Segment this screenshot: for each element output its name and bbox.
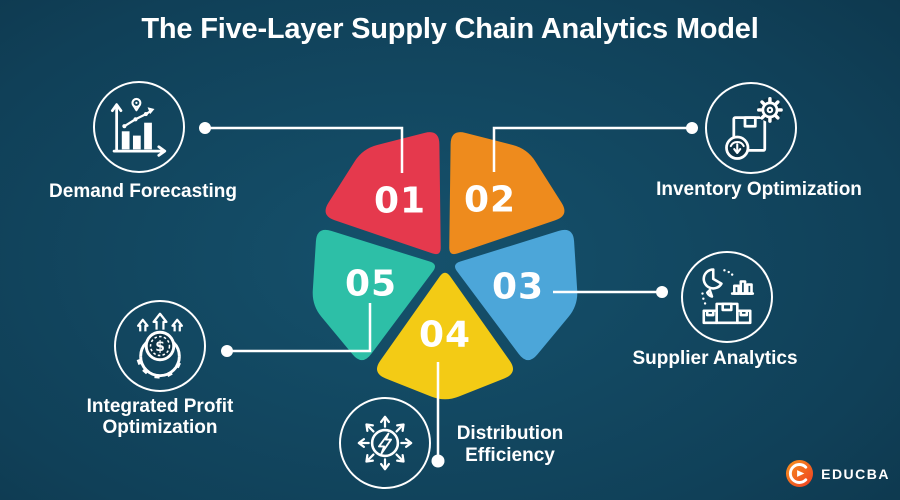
svg-text:$: $ [155, 339, 165, 355]
dot-distribution [431, 454, 445, 468]
petal-number-01: 01 [373, 180, 427, 222]
educba-logo-icon [786, 459, 814, 488]
petal-04 [376, 272, 514, 400]
petal-05 [312, 229, 436, 361]
brand-name: EDUCBA [821, 465, 890, 482]
page-title: The Five-Layer Supply Chain Analytics Mo… [141, 13, 759, 45]
petal-number-04: 04 [418, 314, 472, 356]
demand-forecasting-badge [93, 81, 185, 173]
connector-lines [205, 126, 692, 460]
label-demand-forecasting: Demand Forecasting [49, 181, 237, 202]
connector-profit [227, 303, 372, 353]
connector-inventory [492, 126, 692, 172]
inventory-optimization-badge [705, 82, 797, 174]
network-lightning-icon [357, 415, 413, 471]
petal-01 [325, 132, 441, 255]
gear-dollar-arrows-icon: $ [136, 312, 184, 379]
petal-number-02: 02 [463, 179, 517, 221]
dot-supplier [656, 286, 668, 298]
connector-dots [199, 122, 698, 468]
petal-02 [449, 132, 565, 255]
dot-demand [199, 122, 211, 134]
supplier-analytics-badge [681, 251, 773, 343]
distribution-efficiency-badge [339, 397, 431, 489]
pie-chart-boxes-icon [701, 268, 755, 325]
petal-number-03: 03 [491, 266, 545, 308]
petal-number-05: 05 [344, 263, 398, 305]
petal-03 [454, 229, 578, 361]
integrated-profit-badge: $ [114, 300, 206, 392]
label-integrated-profit: Integrated Profit Optimization [86, 396, 234, 438]
brand-logo: EDUCBA [785, 459, 890, 488]
dot-inventory [686, 122, 698, 134]
dot-profit [221, 345, 233, 357]
connector-demand [205, 126, 404, 173]
label-distribution-efficiency: Distribution Efficiency [456, 423, 564, 466]
radiating-arrows [357, 415, 413, 471]
package-gear-gauge-icon [725, 97, 783, 160]
label-inventory-optimization: Inventory Optimization [656, 179, 862, 200]
bar-chart-trend-icon [110, 97, 167, 157]
label-supplier-analytics: Supplier Analytics [632, 348, 798, 369]
